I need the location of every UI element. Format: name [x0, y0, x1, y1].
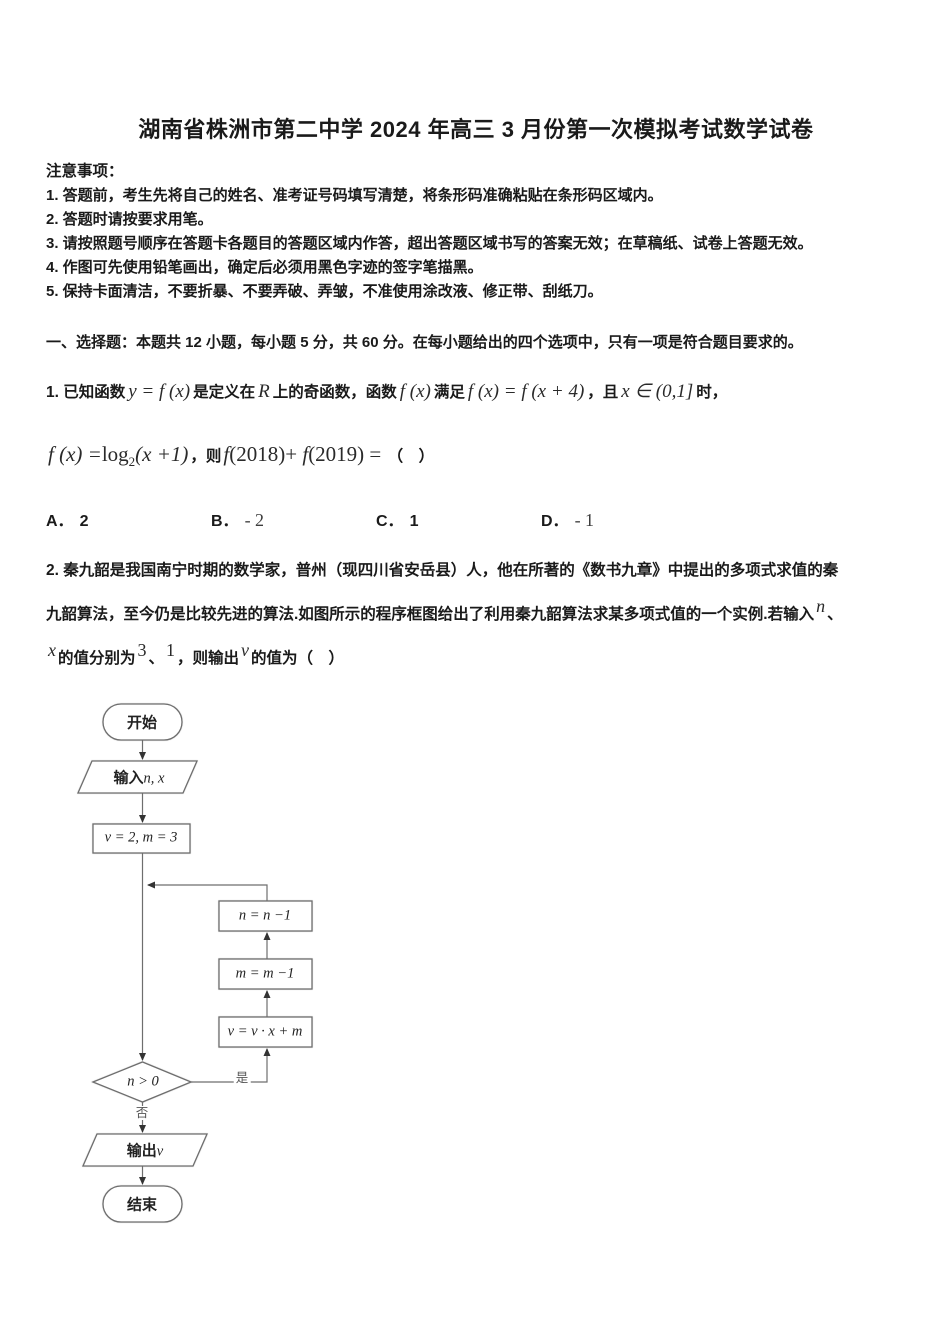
flowchart-diagram: [77, 703, 313, 1223]
notice-item-3: 3. 请按照题号顺序在答题卡各题目的答题区域内作答，超出答题区域书写的答案无效；…: [46, 235, 813, 252]
end-shape: [102, 1185, 183, 1223]
flowchart-init: v = 2, m = 3: [104, 829, 178, 846]
q2-value-3: 3: [137, 640, 147, 661]
q2-value-1: 1: [166, 640, 176, 661]
option-a: A．2: [46, 513, 89, 531]
q1-math-0: y = f (x): [128, 381, 191, 402]
q1-text-0: 1. 已知函数: [46, 384, 126, 401]
q1-math-1: R: [258, 381, 270, 402]
q2-var-x: x: [48, 640, 56, 661]
q1-formula-lhs: f (x) =log2(x +1): [48, 442, 189, 470]
flowchart-yes-label: 是: [233, 1071, 251, 1086]
q1-formula-rhs: f(2018)+ f(2019) =: [223, 442, 382, 466]
flowchart-output: 输出v: [126, 1142, 164, 1160]
q1-text-2: 上的奇函数，函数: [272, 384, 397, 401]
notice-item-2: 2. 答题时请按要求用笔。: [46, 211, 213, 228]
question-1-formula: f (x) =log2(x +1)，则f(2018)+ f(2019) = （ …: [46, 437, 906, 479]
notice-item-4: 4. 作图可先使用铅笔画出，确定后必须用黑色字迹的签字笔描黑。: [46, 259, 483, 276]
option-c: C．1: [376, 513, 419, 531]
page-title: 湖南省株洲市第二中学 2024 年高三 3 月份第一次模拟考试数学试卷: [138, 117, 814, 142]
q1-text-4: ，且: [587, 384, 619, 401]
section1-heading: 一、选择题：本题共 12 小题，每小题 5 分，共 60 分。在每小题给出的四个…: [46, 334, 803, 351]
q1-math-3: f (x) = f (x + 4): [467, 381, 585, 402]
q1-math-2: f (x): [399, 381, 431, 402]
output-shape: [82, 1133, 208, 1167]
init-shape: [92, 823, 191, 854]
v-box-shape: [218, 1016, 313, 1048]
flowchart-no-label: 否: [133, 1106, 151, 1121]
option-b: B．- 2: [211, 510, 265, 531]
n-box-shape: [218, 900, 313, 932]
flowchart-box-m: m = m −1: [235, 965, 295, 982]
notice-item-5: 5. 保持卡面清洁，不要折暴、不要弄破、弄皱，不准使用涂改液、修正带、刮纸刀。: [46, 283, 603, 300]
flowchart-start: 开始: [126, 714, 158, 732]
decision-shape: [91, 1061, 193, 1103]
option-d: D．- 1: [541, 510, 595, 531]
q2-var-n: n: [816, 596, 826, 617]
flowchart: 开始 输入n, x v = 2, m = 3 n = n −1 m = m −1…: [60, 694, 360, 1242]
q2-line-1: 2. 秦九韶是我国南宁时期的数学家，普州（现四川省安岳县）人，他在所著的《数书九…: [46, 562, 839, 580]
input-shape: [77, 760, 198, 794]
q1-formula-connector: ，则: [190, 448, 222, 465]
flowchart-connectors: [139, 740, 271, 1186]
q1-options-row: A．2 B．- 2 C．1 D．- 1: [46, 507, 906, 531]
q1-answer-blank: （ ）: [387, 448, 435, 465]
start-shape: [102, 703, 183, 741]
q2-var-v: v: [241, 640, 250, 661]
flowchart-box-n: n = n −1: [238, 907, 292, 924]
flowchart-condition: n > 0: [127, 1073, 159, 1090]
q1-text-3: 满足: [433, 384, 465, 401]
m-box-shape: [218, 958, 313, 990]
q2-line-2: 九韶算法，至今仍是比较先进的算法.如图所示的程序框图给出了利用秦九韶算法求某多项…: [46, 596, 843, 624]
q1-text-1: 是定义在: [193, 384, 256, 401]
q1-math-4: x ∈ (0,1]: [621, 381, 694, 402]
q1-text-5: 时，: [696, 384, 728, 401]
flowchart-shapes: [77, 703, 313, 1223]
notice-item-1: 1. 答题前，考生先将自己的姓名、准考证号码填写清楚，将条形码准确粘贴在条形码区…: [46, 187, 663, 204]
question-2-stem: 2. 秦九韶是我国南宁时期的数学家，普州（现四川省安岳县）人，他在所著的《数书九…: [46, 549, 906, 680]
flowchart-input: 输入n, x: [113, 769, 165, 787]
flowchart-end: 结束: [126, 1196, 158, 1214]
notices-section: 注意事项： 1. 答题前，考生先将自己的姓名、准考证号码填写清楚，将条形码准确粘…: [46, 160, 906, 304]
flowchart-box-v: v = v · x + m: [227, 1023, 303, 1040]
notices-heading: 注意事项：: [46, 163, 124, 180]
